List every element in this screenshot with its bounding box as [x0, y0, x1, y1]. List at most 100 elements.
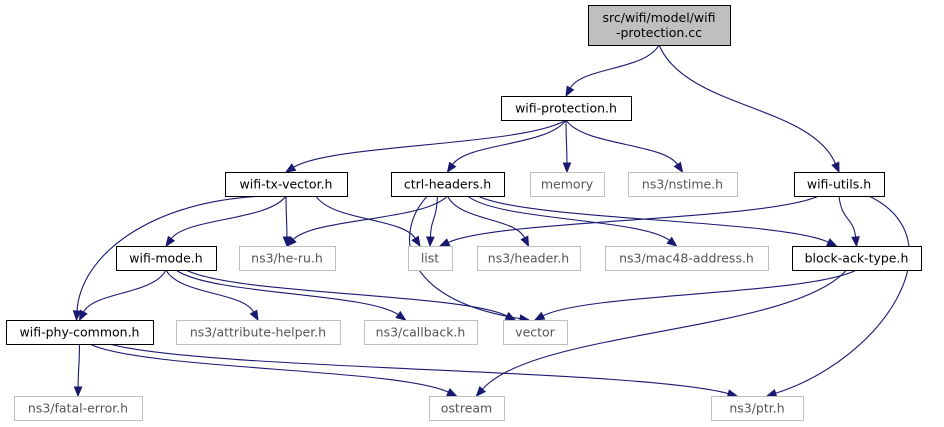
node-wifi-protection[interactable]: wifi-protection.h [501, 96, 632, 121]
arrowhead [475, 386, 487, 398]
edge-line [165, 269, 255, 313]
node-memory[interactable]: memory [530, 172, 605, 197]
edge-root-to-wifi-protection [565, 44, 660, 98]
arrowhead [565, 85, 575, 98]
edge-line [170, 195, 287, 240]
node-label: list [421, 251, 439, 266]
node-nstime[interactable]: ns3/nstime.h [628, 172, 738, 197]
edges-layer [72, 44, 910, 398]
edge-wifi-utils-to-list [438, 195, 820, 247]
node-label: vector [515, 325, 556, 340]
node-list[interactable]: list [408, 246, 453, 271]
node-attribute-helper[interactable]: ns3/attribute-helper.h [176, 320, 341, 345]
edge-line [565, 119, 568, 164]
node-wifi-phy-common[interactable]: wifi-phy-common.h [6, 320, 154, 345]
edge-ctrl-headers-to-list [426, 195, 439, 248]
arrowhead [286, 236, 297, 247]
node-he-ru[interactable]: ns3/he-ru.h [239, 246, 336, 271]
edge-line [482, 269, 847, 390]
node-root[interactable]: src/wifi/model/wifi-protection.cc [588, 5, 731, 46]
edge-wifi-mode-to-vector [185, 269, 517, 321]
node-label: ns3/attribute-helper.h [190, 325, 326, 340]
node-box [503, 320, 568, 345]
arrowhead [73, 386, 83, 398]
edge-line [775, 195, 910, 394]
node-vector[interactable]: vector [503, 320, 568, 345]
edge-wifi-protection-to-memory [562, 119, 572, 174]
node-mac48[interactable]: ns3/mac48-address.h [605, 246, 769, 271]
node-box [792, 246, 922, 271]
edge-wifi-mode-to-attribute-helper [165, 269, 259, 322]
edge-line [175, 269, 399, 316]
node-ctrl-headers[interactable]: ctrl-headers.h [391, 172, 505, 197]
node-label: ns3/header.h [488, 251, 569, 266]
edge-wifi-protection-to-nstime [565, 119, 684, 174]
node-wifi-utils[interactable]: wifi-utils.h [794, 172, 885, 197]
edge-ctrl-headers-to-block-ack-type [477, 195, 838, 247]
arrowhead [666, 236, 678, 247]
node-wifi-mode[interactable]: wifi-mode.h [116, 246, 217, 271]
node-label: -protection.cc [616, 25, 702, 40]
node-label: wifi-mode.h [129, 251, 202, 266]
arrowhead [831, 161, 840, 174]
node-box [429, 396, 505, 421]
edge-ctrl-headers-to-he-ru [286, 195, 448, 247]
edge-line [565, 119, 678, 165]
node-box [364, 320, 478, 345]
edge-line [467, 195, 670, 241]
edge-wifi-tx-vector-to-wifi-mode [165, 195, 287, 248]
edge-wifi-protection-to-ctrl-headers [446, 119, 567, 174]
edge-line [293, 119, 567, 168]
node-wifi-tx-vector[interactable]: wifi-tx-vector.h [225, 172, 348, 197]
node-box [116, 246, 217, 271]
edge-wifi-tx-vector-to-he-ru [282, 195, 292, 248]
node-ostream[interactable]: ostream [429, 396, 505, 421]
edge-wifi-phy-common-to-fatal-error [73, 343, 83, 398]
edge-line [185, 269, 508, 317]
node-box [605, 246, 769, 271]
edge-wifi-mode-to-wifi-phy-common [78, 269, 167, 322]
node-box [477, 246, 581, 271]
node-box [6, 320, 154, 345]
node-box [711, 396, 804, 421]
arrowhead [249, 309, 259, 322]
edge-wifi-protection-to-wifi-tx-vector [284, 119, 567, 173]
node-box [530, 172, 605, 197]
node-box [588, 5, 731, 46]
edge-ctrl-headers-to-mac48 [467, 195, 678, 247]
node-fatal-error[interactable]: ns3/fatal-error.h [14, 396, 143, 421]
arrowhead [826, 238, 838, 247]
edge-line [77, 343, 81, 388]
node-label: wifi-protection.h [515, 101, 617, 116]
node-label: src/wifi/model/wifi [603, 10, 716, 25]
edge-block-ack-type-to-vector [533, 269, 857, 321]
edge-line [315, 195, 416, 239]
node-box [794, 172, 885, 197]
arrowhead [562, 162, 572, 174]
node-block-ack-type[interactable]: block-ack-type.h [792, 246, 922, 271]
edge-wifi-utils-to-ptr [765, 195, 910, 398]
arrowhead [165, 235, 176, 248]
node-label: ns3/callback.h [376, 325, 466, 340]
arrowhead [673, 161, 684, 174]
node-label: ns3/ptr.h [729, 401, 784, 416]
edge-line [447, 195, 526, 239]
edge-line [109, 343, 729, 395]
node-box [176, 320, 341, 345]
edge-wifi-phy-common-to-ostream [89, 343, 458, 397]
edge-line [569, 44, 660, 89]
node-label: ctrl-headers.h [404, 177, 491, 192]
node-label: ns3/nstime.h [642, 177, 723, 192]
arrowhead [851, 236, 860, 248]
edge-line [292, 195, 448, 240]
node-box [239, 246, 336, 271]
edge-root-to-wifi-utils [658, 44, 840, 174]
node-box [408, 246, 453, 271]
arrowhead [533, 311, 546, 321]
node-ptr[interactable]: ns3/ptr.h [711, 396, 804, 421]
arrowhead [504, 311, 517, 321]
edge-block-ack-type-to-ostream [475, 269, 847, 398]
node-header[interactable]: ns3/header.h [477, 246, 581, 271]
node-callback[interactable]: ns3/callback.h [364, 320, 478, 345]
